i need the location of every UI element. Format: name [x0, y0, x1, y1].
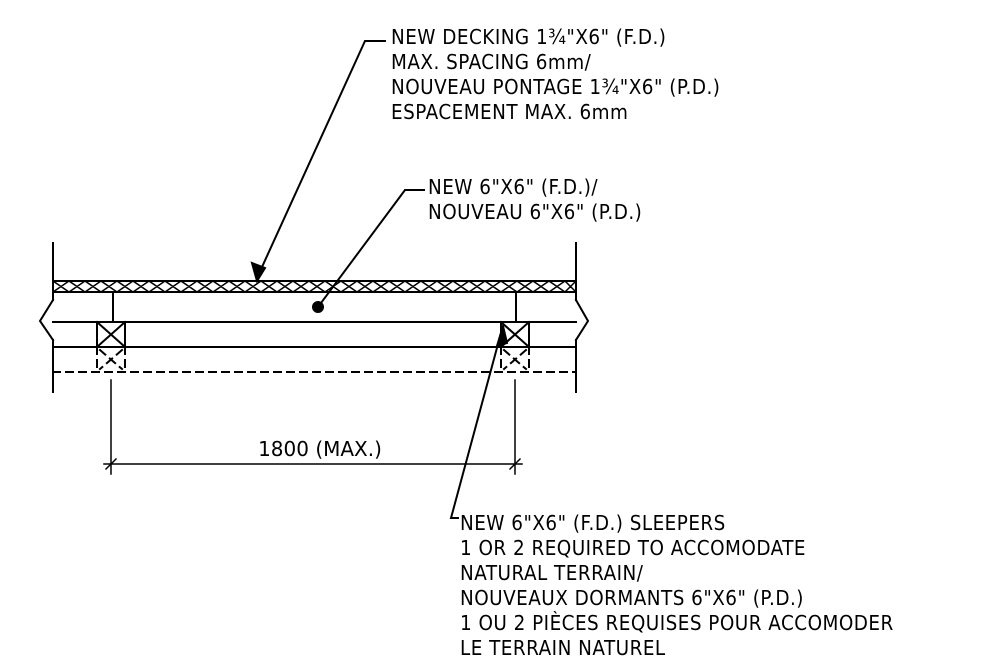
- note-beam-line-1: NEW 6"X6" (F.D.)/: [428, 175, 599, 199]
- note-sleepers-line-1: NEW 6"X6" (F.D.) SLEEPERS: [460, 511, 726, 535]
- note-beam-line-2: NOUVEAU 6"X6" (P.D.): [428, 200, 643, 224]
- note-decking-line-3: NOUVEAU PONTAGE 1¾"X6" (P.D.): [391, 75, 721, 99]
- note-sleepers-line-6: LE TERRAIN NATUREL: [460, 636, 666, 660]
- note-new-beam: NEW 6"X6" (F.D.)/ NOUVEAU 6"X6" (P.D.): [428, 175, 642, 225]
- note-sleepers-line-5: 1 OU 2 PIÈCES REQUISES POUR ACCOMODER: [460, 611, 894, 635]
- sleepers-leader: [449, 322, 509, 519]
- note-decking-line-2: MAX. SPACING 6mm/: [391, 50, 592, 74]
- note-sleepers-line-4: NOUVEAUX DORMANTS 6"X6" (P.D.): [460, 586, 804, 610]
- note-new-decking: NEW DECKING 1¾"X6" (F.D.) MAX. SPACING 6…: [391, 25, 720, 125]
- decking-leader: [250, 40, 386, 284]
- note-sleepers-line-2: 1 OR 2 REQUIRED TO ACCOMODATE: [460, 536, 807, 560]
- note-decking-line-1: NEW DECKING 1¾"X6" (F.D.): [391, 25, 667, 49]
- sleeper-left: [95, 320, 127, 349]
- note-decking-line-4: ESPACEMENT MAX. 6mm: [391, 100, 629, 124]
- dimension-label: 1800 (MAX.): [258, 437, 382, 461]
- note-new-sleepers: NEW 6"X6" (F.D.) SLEEPERS 1 OR 2 REQUIRE…: [460, 511, 894, 661]
- note-sleepers-line-3: NATURAL TERRAIN/: [460, 561, 644, 585]
- left-break-line: [38, 242, 55, 393]
- right-break-line: [574, 242, 590, 393]
- dimension-line: [103, 379, 523, 475]
- decking-boards: [51, 279, 578, 294]
- beam-leader: [316, 189, 425, 309]
- optional-sleepers-dashed: [52, 346, 577, 373]
- beam-6x6: [52, 291, 577, 348]
